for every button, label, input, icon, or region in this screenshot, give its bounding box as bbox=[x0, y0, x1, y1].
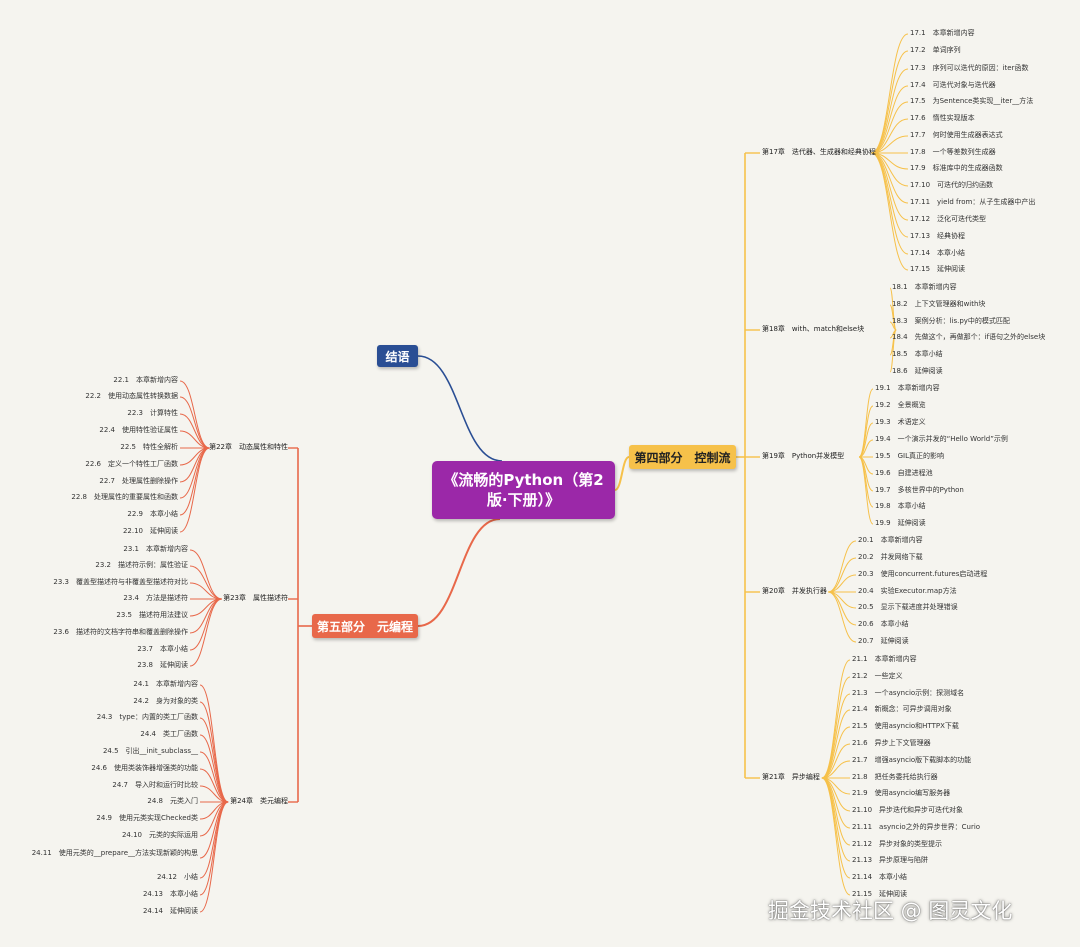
ending-node[interactable]: 结语 bbox=[377, 345, 418, 367]
part5-section-item[interactable]: 22.3 计算特性 bbox=[127, 409, 178, 417]
part5-section-item[interactable]: 24.12 小结 bbox=[156, 873, 198, 881]
part4-section-item[interactable]: 20.5 显示下载进度并处理错误 bbox=[858, 603, 958, 611]
part4-section-item[interactable]: 21.6 异步上下文管理器 bbox=[852, 739, 931, 747]
part5-section-item[interactable]: 24.9 使用元类实现Checked类 bbox=[96, 814, 198, 822]
part5-section-item[interactable]: 22.5 特性全解析 bbox=[120, 443, 178, 451]
part4-section-item[interactable]: 21.13 异步原理与陷阱 bbox=[852, 856, 929, 864]
part5-section-item[interactable]: 22.8 处理属性的重要属性和函数 bbox=[71, 493, 178, 501]
part4-chapter-17[interactable]: 第17章 迭代器、生成器和经典协程 bbox=[762, 148, 876, 156]
part4-section-item[interactable]: 17.5 为Sentence类实现__iter__方法 bbox=[910, 97, 1034, 105]
part5-section-item[interactable]: 24.11 使用元类的__prepare__方法实现新颖的构思 bbox=[31, 849, 198, 857]
part5-section-item[interactable]: 23.7 本章小结 bbox=[137, 645, 188, 653]
part5-section-item[interactable]: 24.14 延伸阅读 bbox=[142, 907, 198, 915]
part5-section-item[interactable]: 22.10 延伸阅读 bbox=[122, 527, 178, 535]
part5-section-item[interactable]: 24.6 使用类装饰器增强类的功能 bbox=[91, 764, 198, 772]
part4-section-item[interactable]: 21.3 一个asyncio示例：探测域名 bbox=[852, 689, 965, 697]
part4-section-item[interactable]: 19.8 本章小结 bbox=[875, 502, 926, 510]
part4-section-item[interactable]: 17.9 标准库中的生成器函数 bbox=[910, 164, 1003, 172]
part4-chapter-18[interactable]: 第18章 with、match和else块 bbox=[762, 325, 865, 333]
part5-metaprogramming-node[interactable]: 第五部分 元编程 bbox=[312, 614, 418, 638]
part5-section-item[interactable]: 23.6 描述符的文档字符串和覆盖删除操作 bbox=[53, 628, 188, 636]
part4-section-item[interactable]: 19.7 多核世界中的Python bbox=[875, 486, 964, 494]
part5-section-item[interactable]: 24.10 元类的实际运用 bbox=[121, 831, 198, 839]
part4-control-flow-node[interactable]: 第四部分 控制流 bbox=[629, 445, 736, 469]
part5-section-item[interactable]: 23.3 覆盖型描述符与非覆盖型描述符对比 bbox=[53, 578, 188, 586]
part5-chapter-22[interactable]: 第22章 动态属性和特性 bbox=[209, 443, 288, 451]
part4-section-item[interactable]: 21.9 使用asyncio编写服务器 bbox=[852, 789, 951, 797]
part5-chapter-23[interactable]: 第23章 属性描述符 bbox=[223, 594, 288, 602]
part4-chapter-20[interactable]: 第20章 并发执行器 bbox=[762, 587, 827, 595]
part4-section-item[interactable]: 17.15 延伸阅读 bbox=[910, 265, 966, 273]
part4-section-item[interactable]: 17.2 单词序列 bbox=[910, 46, 961, 54]
part4-section-item[interactable]: 17.10 可迭代的归约函数 bbox=[910, 181, 994, 189]
part4-section-item[interactable]: 19.2 全景概览 bbox=[875, 401, 926, 409]
part5-section-item[interactable]: 24.3 type：内置的类工厂函数 bbox=[96, 713, 198, 721]
part5-section-item[interactable]: 22.1 本章新增内容 bbox=[113, 376, 178, 384]
part4-chapter-21[interactable]: 第21章 异步编程 bbox=[762, 773, 820, 781]
part4-section-item[interactable]: 18.6 延伸阅读 bbox=[892, 367, 943, 375]
part4-section-item[interactable]: 21.15 延伸阅读 bbox=[852, 890, 908, 898]
part4-section-item[interactable]: 20.1 本章新增内容 bbox=[858, 536, 923, 544]
part5-section-item[interactable]: 24.5 引出__init_subclass__ bbox=[102, 747, 198, 755]
part4-section-item[interactable]: 19.3 术语定义 bbox=[875, 418, 926, 426]
part4-section-item[interactable]: 21.2 一些定义 bbox=[852, 672, 903, 680]
part4-section-item[interactable]: 18.2 上下文管理器和with块 bbox=[892, 300, 986, 308]
part4-section-item[interactable]: 18.4 先做这个，再做那个：if语句之外的else块 bbox=[892, 333, 1046, 341]
part4-section-item[interactable]: 18.5 本章小结 bbox=[892, 350, 943, 358]
part4-section-item[interactable]: 17.14 本章小结 bbox=[910, 249, 966, 257]
part4-section-item[interactable]: 17.13 经典协程 bbox=[910, 232, 966, 240]
part4-section-item[interactable]: 20.7 延伸阅读 bbox=[858, 637, 909, 645]
part5-section-item[interactable]: 22.9 本章小结 bbox=[127, 510, 178, 518]
part5-section-item[interactable]: 22.2 使用动态属性转换数据 bbox=[85, 392, 178, 400]
part4-section-item[interactable]: 17.7 何时使用生成器表达式 bbox=[910, 131, 1003, 139]
watermark: 掘金技术社区 @ 图灵文化 bbox=[768, 899, 1013, 923]
part4-section-item[interactable]: 21.5 使用asyncio和HTTPX下载 bbox=[852, 722, 959, 730]
part4-section-item[interactable]: 20.2 并发网络下载 bbox=[858, 553, 923, 561]
part4-section-item[interactable]: 19.9 延伸阅读 bbox=[875, 519, 926, 527]
part5-section-item[interactable]: 23.1 本章新增内容 bbox=[123, 545, 188, 553]
part4-section-item[interactable]: 20.4 实验Executor.map方法 bbox=[858, 587, 957, 595]
part4-section-item[interactable]: 17.4 可迭代对象与迭代器 bbox=[910, 81, 996, 89]
part4-section-item[interactable]: 18.1 本章新增内容 bbox=[892, 283, 957, 291]
root-title-node[interactable]: 《流畅的Python（第2版·下册）》 bbox=[432, 461, 615, 519]
part4-section-item[interactable]: 21.1 本章新增内容 bbox=[852, 655, 917, 663]
part4-section-item[interactable]: 18.3 案例分析：lis.py中的模式匹配 bbox=[892, 317, 1010, 325]
part4-section-item[interactable]: 19.5 GIL真正的影响 bbox=[875, 452, 944, 460]
part5-section-item[interactable]: 24.2 身为对象的类 bbox=[133, 697, 198, 705]
part4-section-item[interactable]: 19.4 一个演示并发的“Hello World”示例 bbox=[875, 435, 1008, 443]
part5-section-item[interactable]: 23.2 描述符示例：属性验证 bbox=[95, 561, 188, 569]
part5-section-item[interactable]: 22.4 使用特性验证属性 bbox=[99, 426, 178, 434]
part4-section-item[interactable]: 17.3 序列可以迭代的原因：iter函数 bbox=[910, 64, 1029, 72]
part4-section-item[interactable]: 20.6 本章小结 bbox=[858, 620, 909, 628]
part4-section-item[interactable]: 17.1 本章新增内容 bbox=[910, 29, 975, 37]
part4-section-item[interactable]: 17.8 一个等差数列生成器 bbox=[910, 148, 996, 156]
part4-section-item[interactable]: 21.14 本章小结 bbox=[852, 873, 908, 881]
part4-section-item[interactable]: 21.12 异步对象的类型提示 bbox=[852, 840, 943, 848]
part5-section-item[interactable]: 22.6 定义一个特性工厂函数 bbox=[85, 460, 178, 468]
part5-section-item[interactable]: 23.4 方法是描述符 bbox=[123, 594, 188, 602]
part4-section-item[interactable]: 19.6 自建进程池 bbox=[875, 469, 933, 477]
part4-section-item[interactable]: 20.3 使用concurrent.futures启动进程 bbox=[858, 570, 988, 578]
part4-section-item[interactable]: 21.4 新概念：可异步调用对象 bbox=[852, 705, 952, 713]
part4-chapter-19[interactable]: 第19章 Python并发模型 bbox=[762, 452, 845, 460]
part5-section-item[interactable]: 24.7 导入时和运行时比较 bbox=[112, 781, 198, 789]
part5-section-item[interactable]: 23.8 延伸阅读 bbox=[137, 661, 188, 669]
part5-section-item[interactable]: 24.8 元类入门 bbox=[147, 797, 198, 805]
part5-chapter-24[interactable]: 第24章 类元编程 bbox=[230, 797, 288, 805]
part4-section-item[interactable]: 21.8 把任务委托给执行器 bbox=[852, 773, 938, 781]
part4-section-item[interactable]: 21.7 增强asyncio版下载脚本的功能 bbox=[852, 756, 972, 764]
part4-section-item[interactable]: 21.11 asyncio之外的异步世界：Curio bbox=[852, 823, 981, 831]
part4-section-item[interactable]: 17.6 惰性实现版本 bbox=[910, 114, 975, 122]
part4-section-item[interactable]: 17.12 泛化可迭代类型 bbox=[910, 215, 987, 223]
part5-section-item[interactable]: 24.13 本章小结 bbox=[142, 890, 198, 898]
part4-section-item[interactable]: 19.1 本章新增内容 bbox=[875, 384, 940, 392]
part5-section-item[interactable]: 23.5 描述符用法建议 bbox=[116, 611, 188, 619]
part5-section-item[interactable]: 24.1 本章新增内容 bbox=[133, 680, 198, 688]
part4-section-item[interactable]: 21.10 异步迭代和异步可迭代对象 bbox=[852, 806, 964, 814]
part5-section-item[interactable]: 24.4 类工厂函数 bbox=[140, 730, 198, 738]
part5-section-item[interactable]: 22.7 处理属性删除操作 bbox=[99, 477, 178, 485]
part4-section-item[interactable]: 17.11 yield from：从子生成器中产出 bbox=[910, 198, 1036, 206]
